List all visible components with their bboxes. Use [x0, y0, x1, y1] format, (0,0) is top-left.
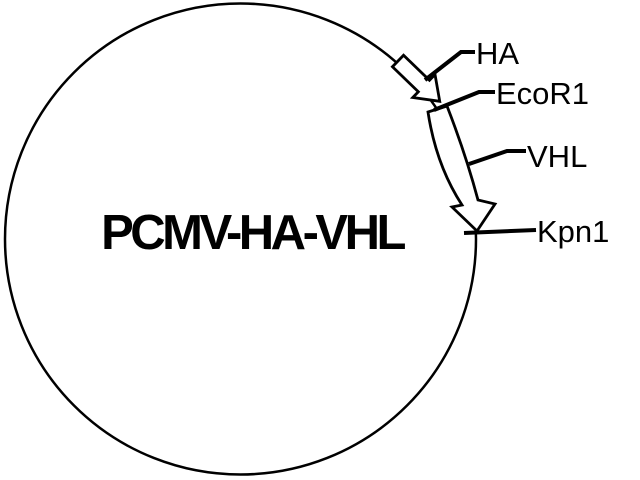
- ha-label: HA: [476, 36, 519, 71]
- plasmid-circle: [3, 2, 478, 476]
- vhl-label: VHL: [527, 139, 587, 174]
- kpn1-label: Kpn1: [537, 214, 609, 249]
- kpn1-leader-line: [463, 228, 537, 235]
- plasmid-title: PCMV-HA-VHL: [101, 206, 405, 260]
- insertion-block-arrow-icon: [390, 53, 442, 103]
- ha-leader-line: [423, 50, 475, 82]
- ecor1-label: EcoR1: [496, 76, 589, 111]
- vhl-leader-line: [468, 149, 526, 166]
- ecor1-leader-line: [433, 90, 495, 112]
